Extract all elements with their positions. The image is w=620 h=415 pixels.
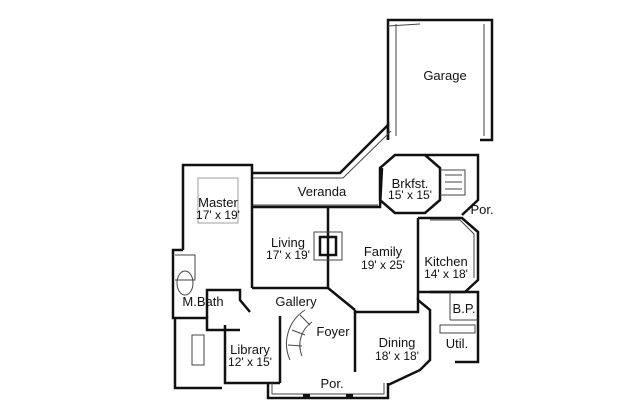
veranda-label: Veranda	[298, 184, 347, 199]
library-label: Library	[230, 342, 270, 357]
library-walls	[173, 318, 280, 390]
fireplace	[313, 207, 343, 288]
bp-label: B.P.	[453, 301, 476, 316]
brkfst-octagon	[378, 153, 442, 215]
kitchen-label: Kitchen	[424, 254, 467, 269]
mbath-walls	[171, 248, 251, 332]
master-walls	[181, 163, 254, 288]
master-size: 17' x 19'	[196, 208, 240, 222]
library-size: 12' x 15'	[228, 355, 272, 369]
foyer-label: Foyer	[316, 324, 350, 339]
dining-label: Dining	[379, 335, 416, 350]
dining-walls	[353, 297, 432, 387]
brkfst-size: 15' x 15'	[388, 188, 432, 202]
kitchen-size: 14' x 18'	[424, 267, 468, 281]
living-label: Living	[271, 235, 305, 250]
spiral-stair	[278, 309, 313, 383]
veranda-walls	[252, 121, 392, 209]
family-label: Family	[364, 244, 403, 259]
living-size: 17' x 19'	[266, 248, 310, 262]
dining-size: 18' x 18'	[375, 349, 419, 363]
master-label: Master	[198, 195, 238, 210]
foyer-diagonal-wall	[327, 287, 356, 311]
garage-label: Garage	[423, 68, 466, 83]
mbath-label: M.Bath	[182, 294, 223, 309]
util-label: Util.	[446, 336, 468, 351]
family-size: 19' x 25'	[361, 258, 405, 272]
util-walls	[430, 290, 480, 364]
side-porch-label: Por.	[470, 202, 493, 217]
gallery-label: Gallery	[275, 294, 317, 309]
garage-walls	[386, 18, 494, 142]
front-porch-label: Por.	[320, 376, 343, 391]
brkfst-label: Brkfst.	[392, 176, 429, 191]
front-porch	[266, 383, 390, 400]
